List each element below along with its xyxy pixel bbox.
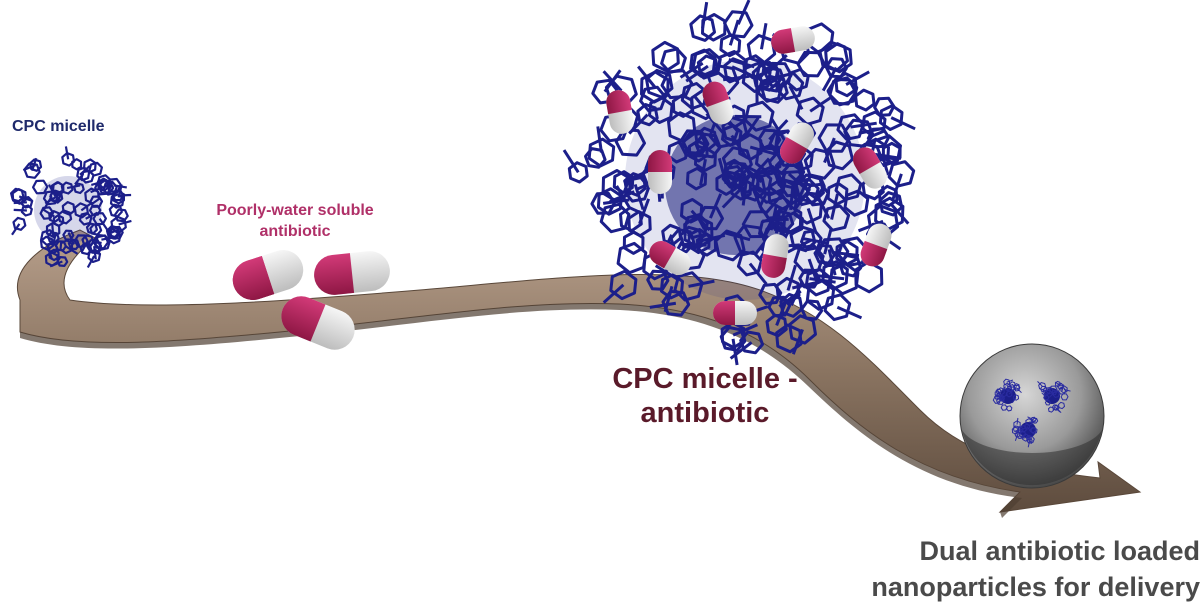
nanoparticle-sphere-icon [959, 343, 1105, 489]
micelle-small-icon [10, 146, 132, 269]
nanoparticle-label-line2: nanoparticles for delivery [871, 572, 1200, 602]
antibiotic-label-line1: Poorly-water soluble [216, 202, 374, 219]
complex-label-line2: antibiotic [640, 397, 770, 429]
path-arrow-icon [17, 229, 1142, 518]
complex-label-line1: CPC micelle - [612, 363, 798, 395]
nanoparticle-label: Dual antibiotic loaded nanoparticles for… [858, 533, 1200, 605]
nanoparticle-label-line1: Dual antibiotic loaded [919, 536, 1200, 566]
capsule-icon [232, 250, 390, 350]
antibiotic-label: Poorly-water soluble antibiotic [205, 200, 385, 242]
complex-label: CPC micelle - antibiotic [585, 362, 825, 430]
antibiotic-label-line2: antibiotic [259, 223, 331, 240]
micelle-large-icon [562, 0, 916, 366]
cpc-micelle-label: CPC micelle [12, 118, 105, 135]
